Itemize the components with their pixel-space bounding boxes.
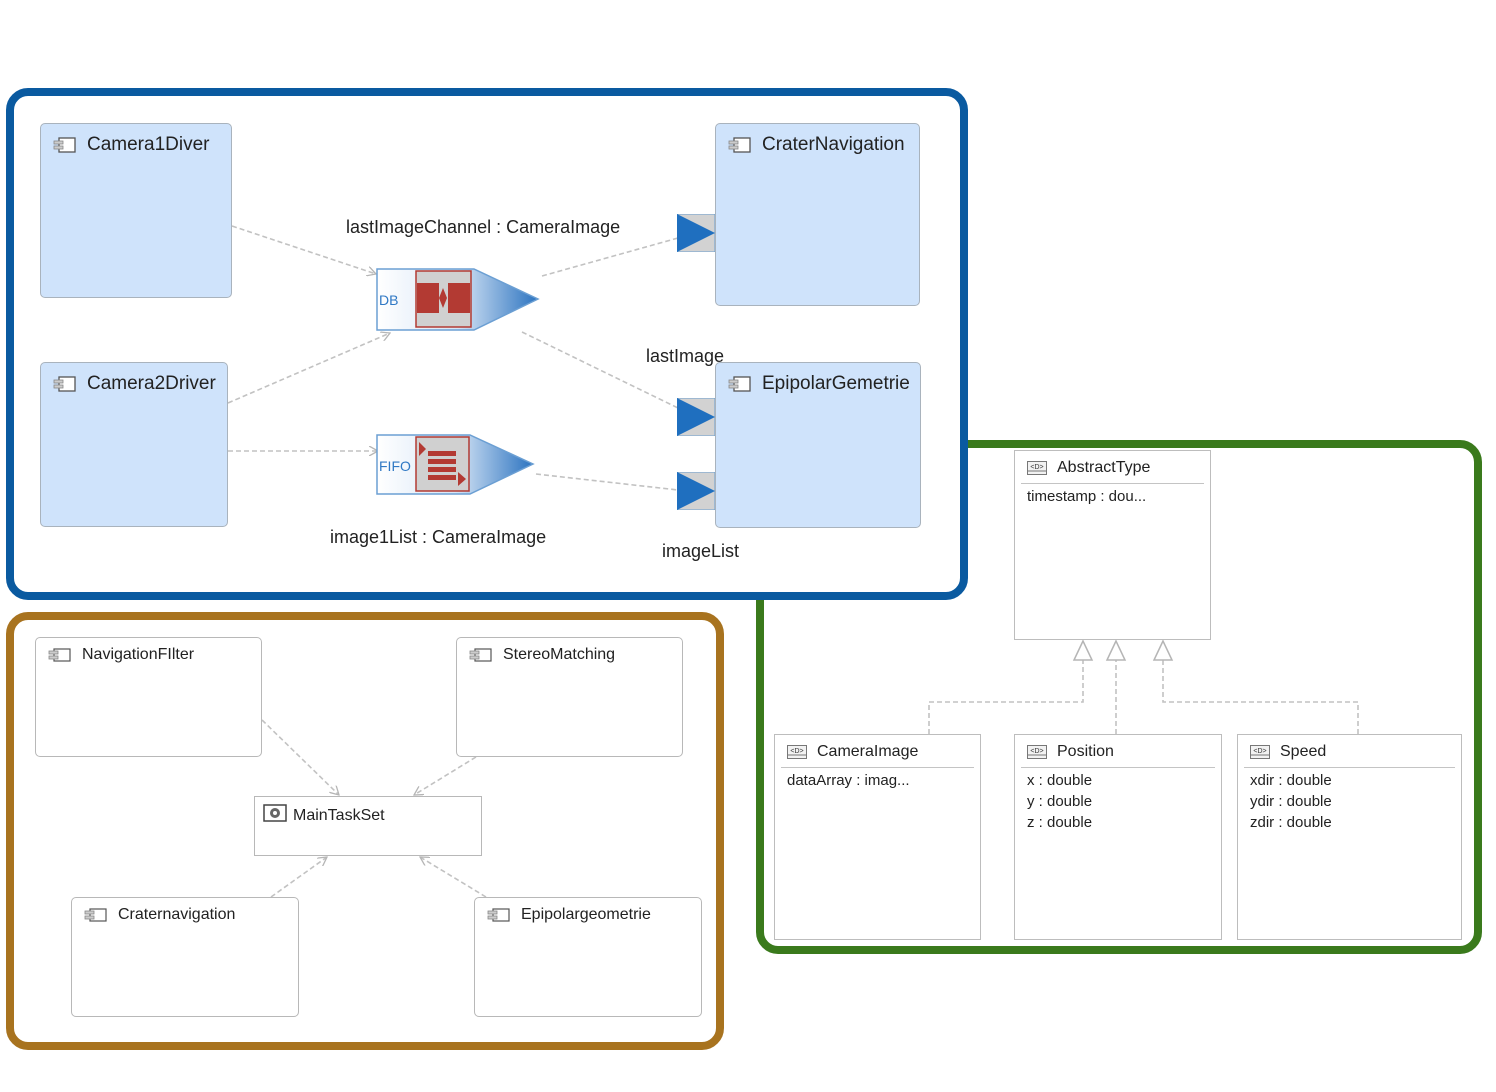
component-camera2[interactable]: Camera2Driver [40,362,228,527]
svg-text:<D>: <D> [790,748,803,755]
component-name: Camera1Diver [87,134,210,155]
datatype-icon: <D> [1250,745,1270,759]
component-icon [728,375,752,393]
task-set-main[interactable]: MainTaskSet [254,796,482,856]
fifo-kind-label: FIFO [379,458,411,474]
component-icon [48,646,72,664]
task-component-navigation-filter[interactable]: NavigationFIlter [35,637,262,757]
fifo-queue-icon [415,436,470,492]
attribute: ydir : double [1250,793,1332,810]
component-name: StereoMatching [503,646,616,663]
component-name: CraterNavigation [762,134,905,155]
fifo-channel-label: image1List : CameraImage [330,527,547,547]
svg-text:<D>: <D> [1030,748,1043,755]
component-camera1[interactable]: Camera1Diver [40,123,232,298]
datatype-name: Position [1057,743,1114,760]
input-port-image-list[interactable] [677,472,715,510]
db-channel[interactable]: DB [376,268,542,332]
compartment-separator [781,767,974,768]
attribute: dataArray : imag... [787,772,910,789]
component-icon [469,646,493,664]
database-channel-icon [415,270,472,328]
task-component-craternavigation[interactable]: Craternavigation [71,897,299,1017]
component-crater-navigation[interactable]: CraterNavigation [715,123,920,306]
datatype-icon: <D> [1027,745,1047,759]
datatype-name: AbstractType [1057,459,1151,476]
db-kind-label: DB [379,292,398,308]
svg-text:<D>: <D> [1253,748,1266,755]
component-icon [53,136,77,154]
datatype-camera-image[interactable]: <D> CameraImage dataArray : imag... [774,734,981,940]
datatype-name: Speed [1280,743,1327,760]
component-icon [53,375,77,393]
taskset-gear-icon [263,804,287,827]
component-icon [84,906,108,924]
attribute: xdir : double [1250,772,1332,789]
attribute: zdir : double [1250,814,1332,831]
input-port-craternav[interactable] [677,214,715,252]
db-channel-label: lastImageChannel : CameraImage [346,217,621,237]
attribute: y : double [1027,793,1093,810]
svg-text:<D>: <D> [1030,464,1043,471]
component-icon [728,136,752,154]
datatype-speed[interactable]: <D> Speed xdir : double ydir : double zd… [1237,734,1462,940]
compartment-separator [1021,483,1204,484]
port-label-last-image: lastImage [646,346,725,366]
task-component-epipolargeometrie[interactable]: Epipolargeometrie [474,897,702,1017]
datatype-abstract-type[interactable]: <D> AbstractType timestamp : dou... [1014,450,1211,640]
fifo-channel[interactable]: FIFO [376,434,536,496]
compartment-separator [1244,767,1455,768]
component-icon [487,906,511,924]
datatype-icon: <D> [787,745,807,759]
attribute: x : double [1027,772,1093,789]
component-name: EpipolarGemetrie [762,373,910,394]
datatype-name: CameraImage [817,743,919,760]
input-port-last-image[interactable] [677,398,715,436]
datatype-position[interactable]: <D> Position x : double y : double z : d… [1014,734,1222,940]
component-name: Camera2Driver [87,373,216,394]
attribute: timestamp : dou... [1027,488,1147,505]
attribute: z : double [1027,814,1093,831]
component-epipolar-gemetrie[interactable]: EpipolarGemetrie [715,362,921,528]
component-name: NavigationFIlter [82,646,195,663]
port-label-image-list: imageList [662,541,740,561]
taskset-name: MainTaskSet [293,806,385,824]
task-component-stereo-matching[interactable]: StereoMatching [456,637,683,757]
compartment-separator [1021,767,1215,768]
component-name: Craternavigation [118,906,236,923]
datatype-icon: <D> [1027,461,1047,475]
component-name: Epipolargeometrie [521,906,651,923]
